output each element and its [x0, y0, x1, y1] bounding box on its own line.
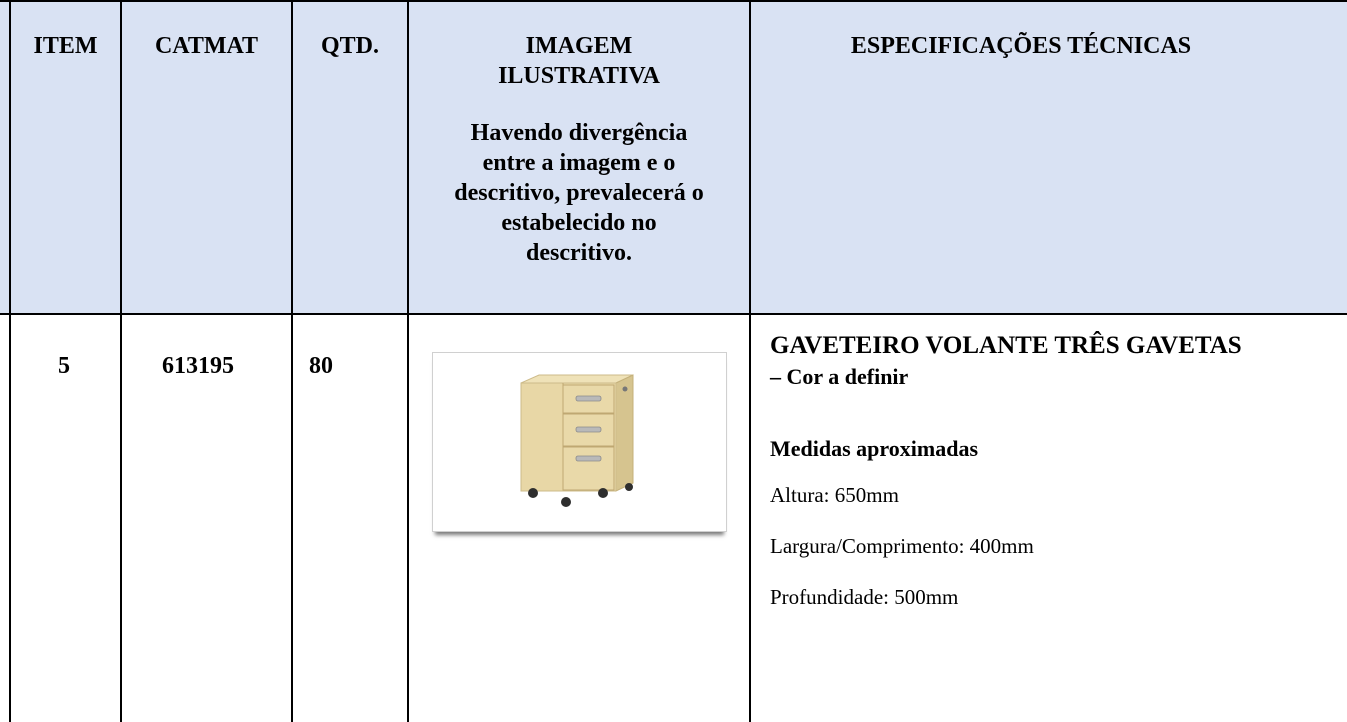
row-qtd: 80 — [309, 353, 333, 379]
header-qtd: QTD. — [320, 33, 379, 59]
row-item: 5 — [58, 353, 70, 379]
header-imagem-note: descritivo, prevalecerá o — [454, 180, 704, 206]
header-imagem-note: descritivo. — [526, 240, 632, 266]
header-row — [0, 0, 1347, 314]
spec-subtitle: – Cor a definir — [770, 364, 909, 389]
spec-largura: Largura/Comprimento: 400mm — [770, 534, 1034, 558]
header-imagem-note: entre a imagem e o — [482, 150, 676, 176]
column-divider — [749, 0, 751, 722]
header-item: ITEM — [33, 33, 98, 59]
header-imagem-note: Havendo divergência — [470, 120, 688, 146]
spec-title: GAVETEIRO VOLANTE TRÊS GAVETAS — [770, 332, 1242, 359]
product-image — [432, 352, 727, 532]
header-imagem: IMAGEM ILUSTRATIVA Havendo divergência e… — [409, 31, 749, 268]
column-divider — [120, 0, 122, 722]
header-imagem-title: ILUSTRATIVA — [498, 63, 660, 89]
spec-profundidade: Profundidade: 500mm — [770, 585, 959, 609]
mobile-drawer-pedestal-icon — [520, 374, 634, 507]
column-divider — [291, 0, 293, 722]
header-especificacoes: ESPECIFICAÇÕES TÉCNICAS — [850, 33, 1192, 59]
header-imagem-note: estabelecido no — [501, 210, 657, 236]
row-catmat: 613195 — [162, 353, 234, 379]
spec-measures-heading: Medidas aproximadas — [770, 436, 979, 461]
table-border-left — [9, 0, 11, 722]
header-imagem-title: IMAGEM — [525, 33, 633, 59]
header-catmat: CATMAT — [154, 33, 259, 59]
spec-altura: Altura: 650mm — [770, 483, 899, 507]
table-border-top — [0, 0, 1347, 2]
column-divider — [407, 0, 409, 722]
row-divider — [0, 313, 1347, 315]
